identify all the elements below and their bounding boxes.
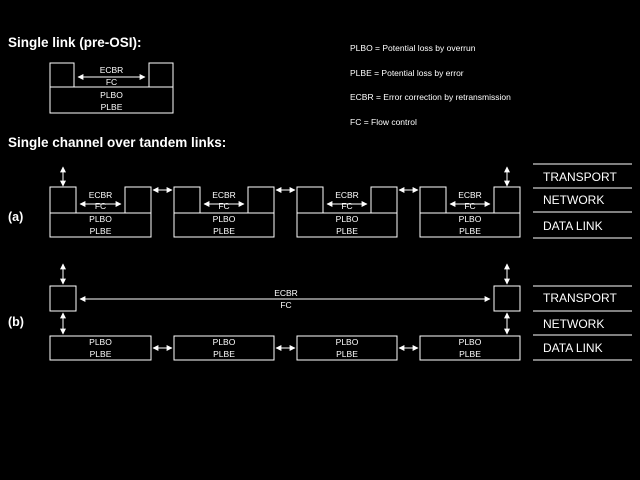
label-plbo: PLBO [100,90,123,100]
label-plbe: PLBE [336,226,358,236]
legend-plbo: PLBO = Potential loss by overrun [350,43,476,53]
section-a-node-3: ECBR FC PLBO PLBE [296,186,398,238]
label-fc: FC [106,77,117,87]
label-plbe: PLBE [90,226,112,236]
section-a-node-2: ECBR FC PLBO PLBE [173,186,275,238]
section-b-transport: ECBR FC [49,285,521,312]
legend-ecbr: ECBR = Error correction by retransmissio… [350,92,511,102]
layer-network: NETWORK [543,193,604,207]
label-fc: FC [341,201,352,211]
legend: PLBO = Potential loss by overrun PLBE = … [350,43,511,127]
section-a-layer-labels: TRANSPORT NETWORK DATA LINK [533,163,632,239]
heading-single-link: Single link (pre-OSI): [8,35,142,50]
legend-plbe: PLBE = Potential loss by error [350,68,464,78]
label-plbe: PLBE [459,349,481,359]
section-b-connectors [60,263,510,351]
section-a-node-4: ECBR FC PLBO PLBE [419,186,521,238]
label-fc: FC [95,201,106,211]
layer-data-link: DATA LINK [543,219,603,233]
label-plbo: PLBO [336,214,359,224]
section-label-a: (a) [8,210,23,224]
label-plbe: PLBE [90,349,112,359]
label-ecbr: ECBR [212,190,236,200]
label-fc: FC [218,201,229,211]
section-b-layer-labels: TRANSPORT NETWORK DATA LINK [533,285,632,361]
label-plbe: PLBE [459,226,481,236]
label-plbo: PLBO [336,337,359,347]
heading-tandem-links: Single channel over tandem links: [8,135,226,150]
endpoint-box [49,285,77,312]
label-plbo: PLBO [459,337,482,347]
label-plbe: PLBE [336,349,358,359]
label-fc: FC [280,300,291,310]
label-plbe: PLBE [213,349,235,359]
single-link-box: ECBR FC PLBO PLBE [49,62,174,114]
label-ecbr: ECBR [458,190,482,200]
legend-fc: FC = Flow control [350,117,417,127]
section-b-data-link-boxes: PLBO PLBE PLBO PLBE PLBO PLBE PLBO PLBE [49,335,521,361]
label-plbo: PLBO [89,337,112,347]
label-plbe: PLBE [101,102,123,112]
label-fc: FC [464,201,475,211]
label-plbe: PLBE [213,226,235,236]
endpoint-box [493,285,521,312]
section-a-node-1: ECBR FC PLBO PLBE [49,186,152,238]
label-plbo: PLBO [213,337,236,347]
label-plbo: PLBO [89,214,112,224]
section-label-b: (b) [8,315,24,329]
layer-transport: TRANSPORT [543,291,617,305]
section-a-connectors [60,166,510,193]
label-ecbr: ECBR [335,190,359,200]
label-ecbr: ECBR [274,288,298,298]
label-plbo: PLBO [459,214,482,224]
layer-data-link: DATA LINK [543,341,603,355]
layer-transport: TRANSPORT [543,170,617,184]
layer-network: NETWORK [543,317,604,331]
label-plbo: PLBO [213,214,236,224]
label-ecbr: ECBR [89,190,113,200]
label-ecbr: ECBR [100,65,124,75]
